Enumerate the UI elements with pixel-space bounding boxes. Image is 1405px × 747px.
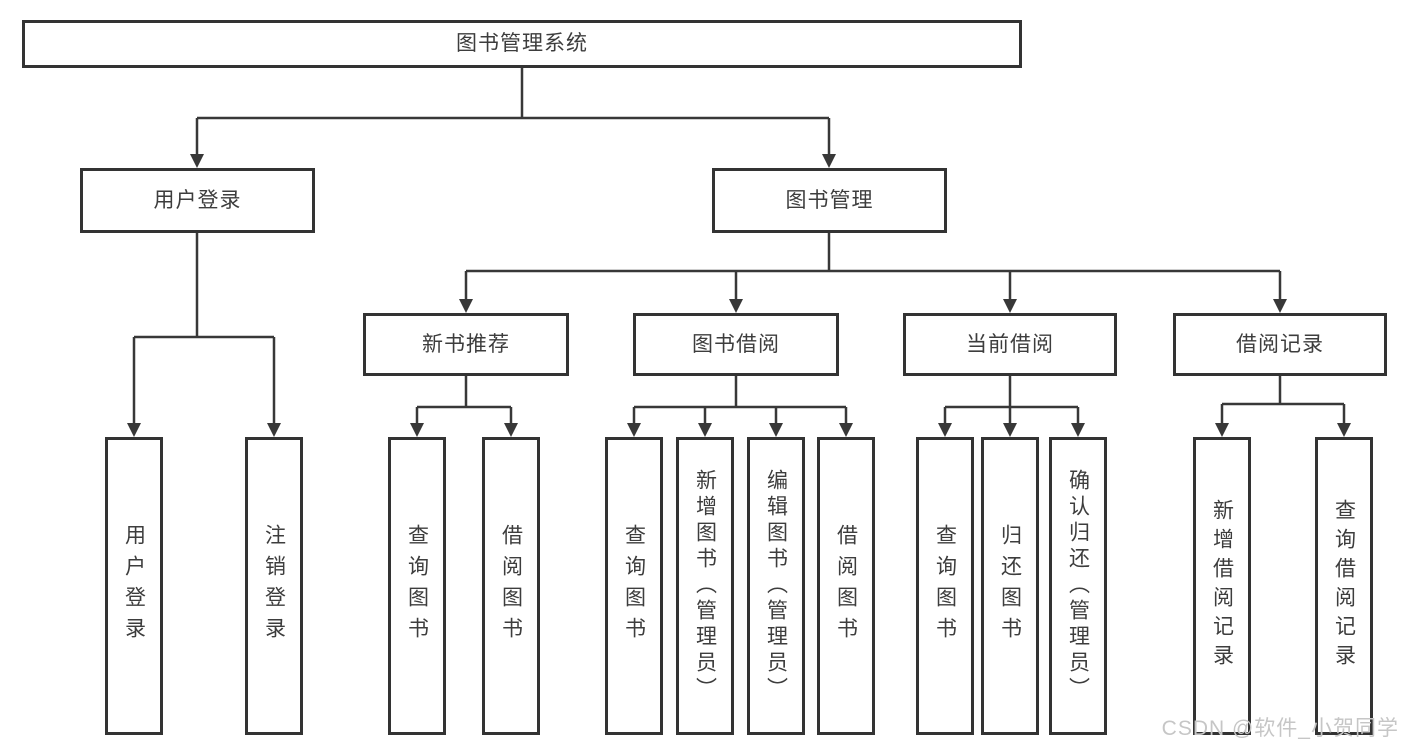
arrowhead-book-borrow — [729, 299, 743, 313]
arrowhead-user-login — [190, 154, 204, 168]
leaf-query-books: 查询图书 — [388, 437, 446, 735]
connector-current-borrow-children — [943, 376, 1080, 425]
leaf-borrow-books: 借阅图书 — [817, 437, 875, 735]
node-borrowing-records: 借阅记录 — [1173, 313, 1387, 376]
leaf-query-borrow-record: 查询借阅记录 — [1315, 437, 1373, 735]
arrowhead-leaf — [627, 423, 641, 437]
arrowhead-book-mgmt — [822, 154, 836, 168]
node-new-book-recommend: 新书推荐 — [363, 313, 569, 376]
arrowhead-leaf — [1215, 423, 1229, 437]
leaf-query-books: 查询图书 — [605, 437, 663, 735]
leaf-confirm-return-admin: 确认归还（管理员） — [1049, 437, 1107, 735]
arrowhead-leaf — [1071, 423, 1085, 437]
arrowhead-borrow-records — [1273, 299, 1287, 313]
arrowhead-leaf — [127, 423, 141, 437]
leaf-return-books: 归还图书 — [981, 437, 1039, 735]
node-book-management: 图书管理 — [712, 168, 947, 233]
leaf-logout: 注销登录 — [245, 437, 303, 735]
arrowhead-leaf — [1337, 423, 1351, 437]
connector-borrow-records-children — [1220, 376, 1346, 425]
leaf-user-login: 用户登录 — [105, 437, 163, 735]
leaf-edit-books-admin: 编辑图书（管理员） — [747, 437, 805, 735]
arrowhead-new-books — [459, 299, 473, 313]
connector-book-mgmt-children — [464, 233, 1282, 301]
node-user-login: 用户登录 — [80, 168, 315, 233]
node-book-borrowing: 图书借阅 — [633, 313, 839, 376]
arrowhead-leaf — [938, 423, 952, 437]
connector-user-login-children — [132, 233, 276, 425]
leaf-query-books: 查询图书 — [916, 437, 974, 735]
arrowhead-leaf — [267, 423, 281, 437]
arrowhead-leaf — [410, 423, 424, 437]
csdn-watermark: CSDN @软件_小贺同学 — [1161, 717, 1399, 740]
leaf-add-borrow-record: 新增借阅记录 — [1193, 437, 1251, 735]
leaf-add-books-admin: 新增图书（管理员） — [676, 437, 734, 735]
arrowhead-leaf — [698, 423, 712, 437]
arrowhead-leaf — [839, 423, 853, 437]
connector-root-to-level2 — [195, 68, 831, 156]
arrowhead-leaf — [1003, 423, 1017, 437]
node-current-borrowing: 当前借阅 — [903, 313, 1117, 376]
arrowhead-leaf — [504, 423, 518, 437]
arrowhead-leaf — [769, 423, 783, 437]
node-root-library-system: 图书管理系统 — [22, 20, 1022, 68]
connector-book-borrow-children — [632, 376, 848, 425]
arrowhead-current-borrow — [1003, 299, 1017, 313]
leaf-borrow-books: 借阅图书 — [482, 437, 540, 735]
connector-new-books-children — [415, 376, 513, 425]
